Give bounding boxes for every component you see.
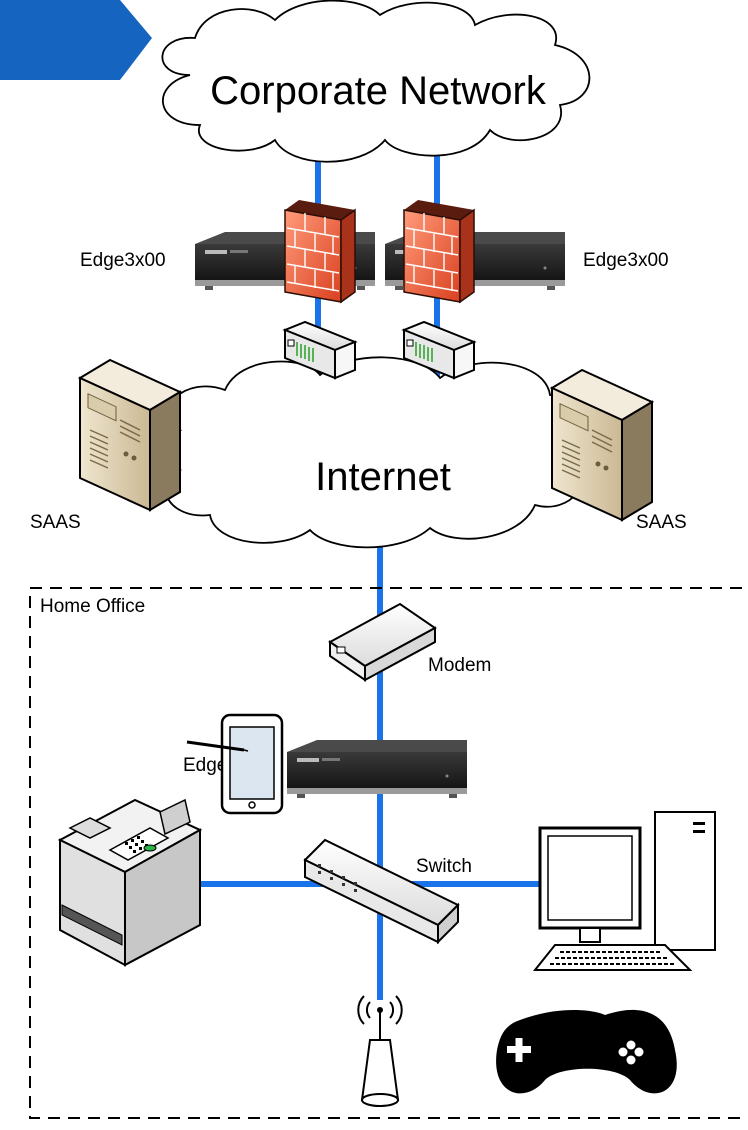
firewall-icon (403, 199, 475, 303)
server-icon (79, 359, 181, 511)
edge610-appliance (287, 740, 467, 798)
internet-label: Internet (315, 455, 451, 499)
printer-icon (57, 798, 203, 967)
corporate-network-label: Corporate Network (210, 69, 547, 113)
edge3x00-label-left: Edge3x00 (80, 250, 166, 271)
modem-label: Modem (428, 655, 491, 676)
corner-banner (0, 0, 152, 80)
corporate-network-cloud: Corporate Network (161, 0, 591, 163)
saas-label-left: SAAS (30, 512, 81, 533)
home-office-label: Home Office (40, 596, 145, 617)
firewall-icon (284, 199, 356, 303)
desktop-computer-icon (532, 811, 716, 971)
internet-cloud: Internet (160, 356, 589, 549)
gamepad-icon (496, 1009, 677, 1094)
wifi-access-point-icon (357, 995, 403, 1107)
modem-icon (328, 602, 437, 682)
saas-label-right: SAAS (636, 512, 687, 533)
edge3x00-label-right: Edge3x00 (583, 250, 669, 271)
switch-icon (303, 838, 460, 945)
tablet-icon (186, 713, 284, 815)
home-office-boundary (29, 587, 748, 1119)
switch-label: Switch (416, 856, 472, 877)
